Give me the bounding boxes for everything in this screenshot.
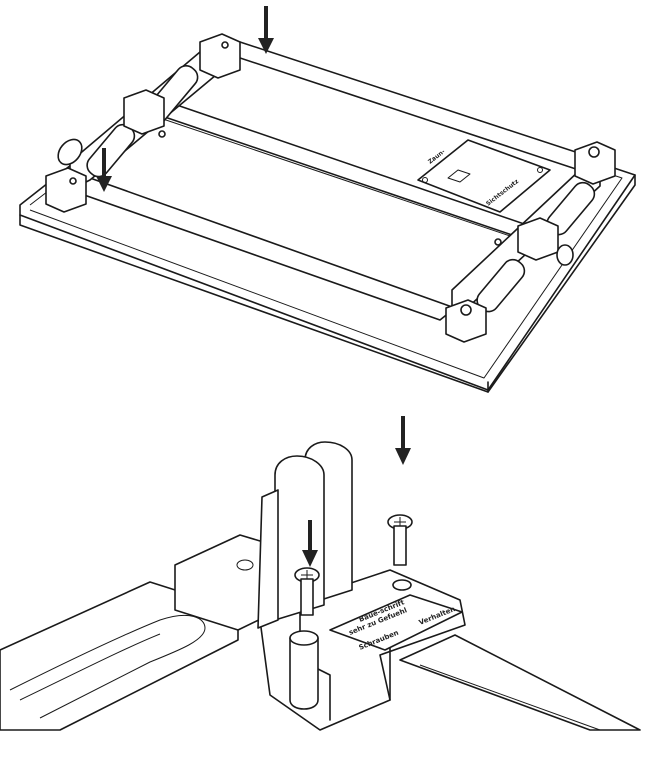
screw-1: [588, 146, 600, 158]
screw-2: [460, 304, 472, 316]
screw-3: [158, 130, 166, 138]
detail-screw-right: [387, 514, 413, 591]
corner-block-1: [199, 33, 241, 79]
corner-block-3: [45, 167, 87, 213]
arrow-bottom-2: [302, 520, 318, 567]
screw-5: [69, 177, 77, 185]
screw-6: [221, 41, 229, 49]
corner-block-6: [445, 299, 487, 343]
detail-rail-right: [399, 634, 641, 731]
arrow-top-2: [96, 148, 112, 192]
detail-upright-front: [274, 455, 325, 621]
roller-end: [57, 138, 83, 166]
detail-rail-left: [0, 581, 239, 731]
detail-screw-left: [294, 567, 320, 616]
detail-stamp-plate: Baue-schrift sehr zu Gefuehl Schrauben V…: [329, 594, 463, 652]
arrow-top-1: [258, 6, 274, 54]
top-panel-board-underside: Zaun- Sichtschutz: [19, 6, 636, 393]
bottom-panel-clamp-detail: Baue-schrift sehr zu Gefuehl Schrauben V…: [0, 416, 641, 731]
corner-block-2: [123, 89, 165, 135]
knob-right: [556, 244, 574, 266]
screw-4: [494, 238, 502, 246]
label-plate: Zaun- Sichtschutz: [417, 139, 551, 213]
detail-boss: [289, 637, 319, 710]
corner-block-4: [574, 141, 616, 185]
arrow-bottom-1: [395, 416, 411, 465]
detail-upright-side: [257, 489, 279, 629]
corner-block-5: [517, 217, 559, 261]
